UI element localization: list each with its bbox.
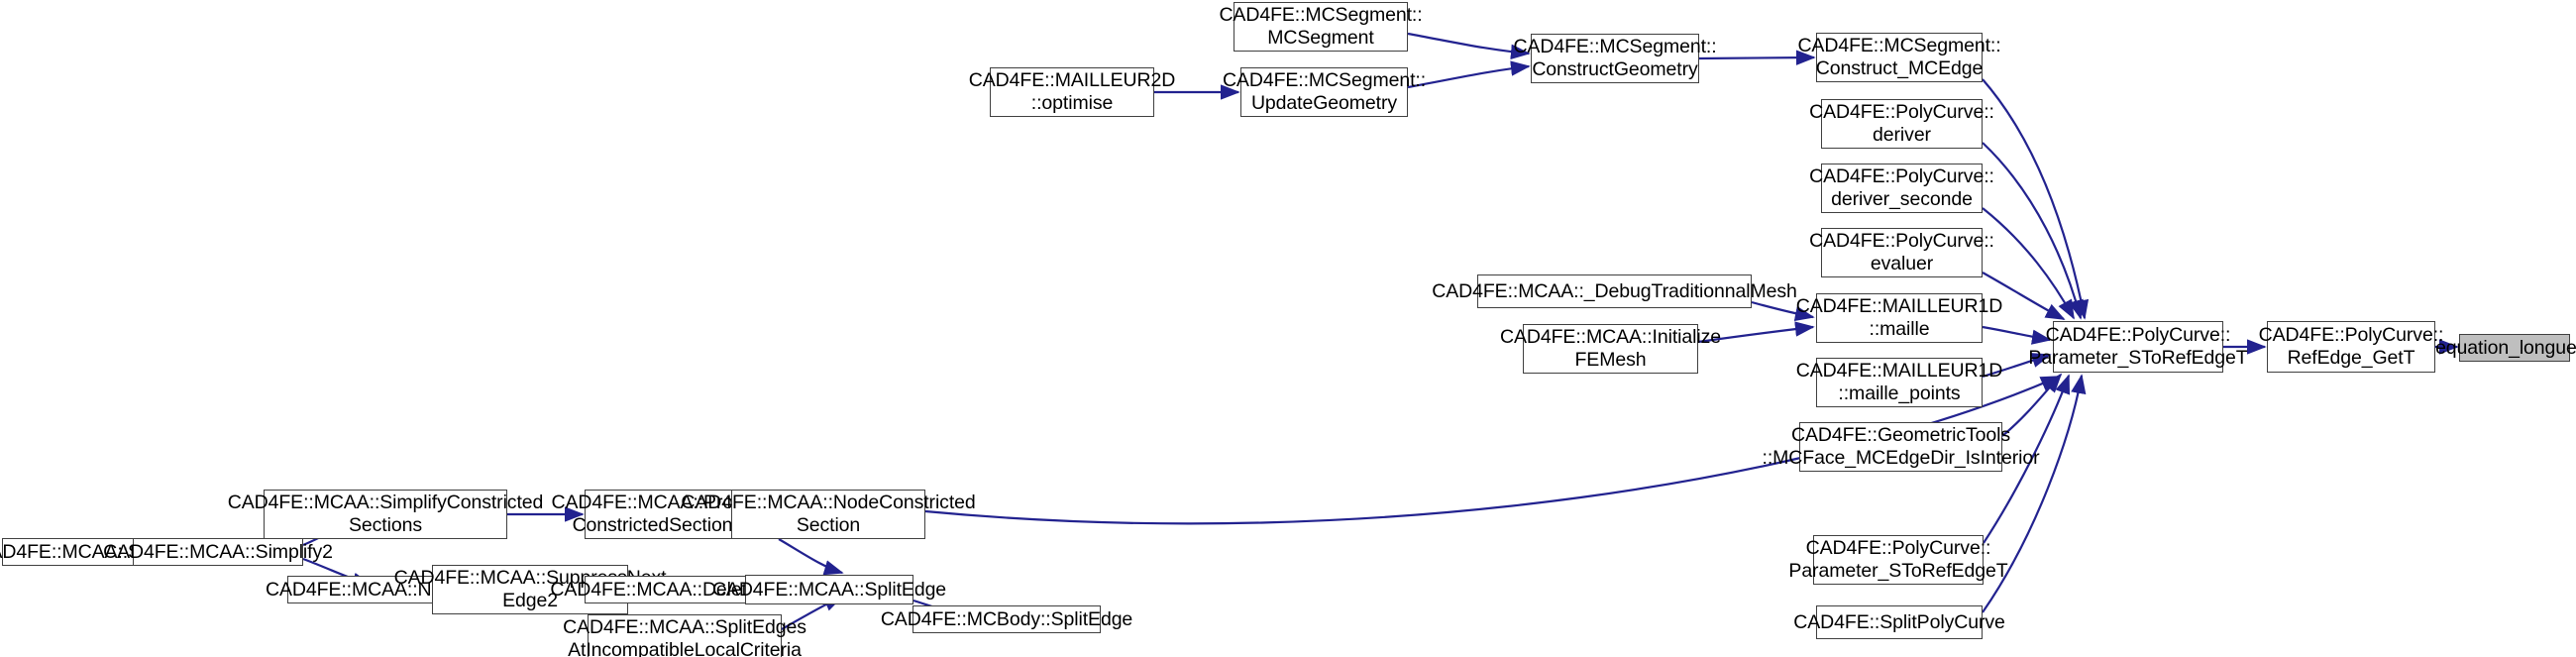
graph-node-label: equation_longueur bbox=[2435, 336, 2576, 359]
graph-node-mailleur2d_optimise[interactable]: CAD4FE::MAILLEUR2D ::optimise bbox=[969, 67, 1175, 117]
graph-node-param_s_to_t_caller[interactable]: CAD4FE::PolyCurve:: Parameter_SToRefEdge… bbox=[1788, 535, 2008, 585]
graph-node-label: CAD4FE::MCSegment:: UpdateGeometry bbox=[1222, 69, 1427, 114]
graph-node-simplify_constricted[interactable]: CAD4FE::MCAA::SimplifyConstricted Sectio… bbox=[228, 490, 543, 539]
graph-node-param_s_to_t_main[interactable]: CAD4FE::PolyCurve:: Parameter_SToRefEdge… bbox=[2028, 321, 2248, 373]
graph-node-equation_longueur[interactable]: equation_longueur bbox=[2435, 334, 2576, 362]
graph-node-split_edges_incomp[interactable]: CAD4FE::MCAA::SplitEdges AtIncompatibleL… bbox=[563, 614, 806, 657]
edge-mcsegment_ctor-to-construct_geometry bbox=[1407, 32, 1531, 59]
graph-node-maille_points[interactable]: CAD4FE::MAILLEUR1D ::maille_points bbox=[1796, 358, 2002, 407]
graph-node-mcsegment_ctor[interactable]: CAD4FE::MCSegment:: MCSegment bbox=[1219, 2, 1423, 52]
graph-node-label: CAD4FE::MAILLEUR1D ::maille bbox=[1795, 295, 2003, 340]
graph-node-label: CAD4FE::MCSegment:: Construct_MCEdge bbox=[1797, 35, 2001, 79]
graph-node-label: CAD4FE::MCAA::_DebugTraditionnalMesh bbox=[1432, 279, 1797, 302]
graph-node-label: CAD4FE::MCSegment:: MCSegment bbox=[1219, 4, 1423, 49]
graph-node-label: CAD4FE::MCAA::Simplify2 bbox=[103, 540, 333, 563]
graph-node-label: CAD4FE::PolyCurve:: deriver bbox=[1809, 101, 1994, 146]
graph-node-label: CAD4FE::MAILLEUR1D ::maille_points bbox=[1795, 360, 2003, 404]
graph-node-construct_mcedge[interactable]: CAD4FE::MCSegment:: Construct_MCEdge bbox=[1797, 33, 2001, 82]
graph-node-mcbody_splitedge[interactable]: CAD4FE::MCBody::SplitEdge bbox=[881, 605, 1132, 633]
graph-node-initialize_femesh[interactable]: CAD4FE::MCAA::Initialize FEMesh bbox=[1500, 324, 1721, 374]
graph-node-label: CAD4FE::MCAA::NodeConstricted Section bbox=[681, 492, 976, 536]
graph-node-deriver[interactable]: CAD4FE::PolyCurve:: deriver bbox=[1809, 99, 1994, 149]
graph-node-label: CAD4FE::PolyCurve:: deriver_seconde bbox=[1809, 165, 1994, 210]
graph-node-split_polycurve[interactable]: CAD4FE::SplitPolyCurve bbox=[1793, 605, 2005, 639]
graph-node-label: CAD4FE::PolyCurve:: RefEdge_GetT bbox=[2258, 324, 2444, 369]
edge-construct_mcedge-to-param_s_to_t_main bbox=[1982, 78, 2090, 320]
graph-node-label: CAD4FE::MCSegment:: ConstructGeometry bbox=[1513, 36, 1717, 80]
graph-node-mcface_isinterior[interactable]: CAD4FE::GeometricTools ::MCFace_MCEdgeDi… bbox=[1763, 422, 2040, 472]
graph-node-label: CAD4FE::PolyCurve:: evaluer bbox=[1809, 230, 1994, 274]
edge-update_geometry-to-construct_geometry bbox=[1407, 60, 1531, 89]
edge-process_next-to-mcaa_splitedge bbox=[778, 538, 844, 576]
graph-node-label: CAD4FE::MCBody::SplitEdge bbox=[880, 607, 1133, 630]
graph-node-mcaa_splitedge[interactable]: CAD4FE::MCAA::SplitEdge bbox=[712, 575, 946, 604]
graph-node-node_constricted[interactable]: CAD4FE::MCAA::NodeConstricted Section bbox=[681, 490, 976, 539]
graph-node-simplify2[interactable]: CAD4FE::MCAA::Simplify2 bbox=[103, 538, 333, 566]
graph-node-label: CAD4FE::MCAA::SplitEdges AtIncompatibleL… bbox=[563, 616, 806, 657]
graph-node-construct_geometry[interactable]: CAD4FE::MCSegment:: ConstructGeometry bbox=[1513, 34, 1717, 83]
graph-node-label: CAD4FE::MCAA::Initialize FEMesh bbox=[1500, 326, 1721, 371]
graph-node-label: CAD4FE::SplitPolyCurve bbox=[1793, 610, 2005, 633]
graph-node-maille[interactable]: CAD4FE::MAILLEUR1D ::maille bbox=[1796, 293, 2002, 343]
graph-node-debug_trad_mesh[interactable]: CAD4FE::MCAA::_DebugTraditionnalMesh bbox=[1432, 274, 1797, 308]
edge-deriver-to-param_s_to_t_main bbox=[1982, 142, 2084, 320]
graph-node-label: CAD4FE::MAILLEUR2D ::optimise bbox=[968, 69, 1176, 114]
graph-node-label: CAD4FE::MCAA::SplitEdge bbox=[711, 578, 947, 601]
graph-node-deriver_seconde[interactable]: CAD4FE::PolyCurve:: deriver_seconde bbox=[1809, 164, 1994, 213]
graph-node-label: CAD4FE::MCAA::SimplifyConstricted Sectio… bbox=[227, 492, 544, 536]
graph-node-label: CAD4FE::GeometricTools ::MCFace_MCEdgeDi… bbox=[1762, 424, 2040, 469]
graph-node-label: CAD4FE::PolyCurve:: Parameter_SToRefEdge… bbox=[1788, 537, 2008, 582]
graph-node-evaluer[interactable]: CAD4FE::PolyCurve:: evaluer bbox=[1809, 228, 1994, 277]
graph-node-label: CAD4FE::PolyCurve:: Parameter_SToRefEdge… bbox=[2028, 324, 2248, 369]
graph-node-update_geometry[interactable]: CAD4FE::MCSegment:: UpdateGeometry bbox=[1223, 67, 1426, 117]
graph-node-refedge_gett[interactable]: CAD4FE::PolyCurve:: RefEdge_GetT bbox=[2259, 321, 2443, 373]
